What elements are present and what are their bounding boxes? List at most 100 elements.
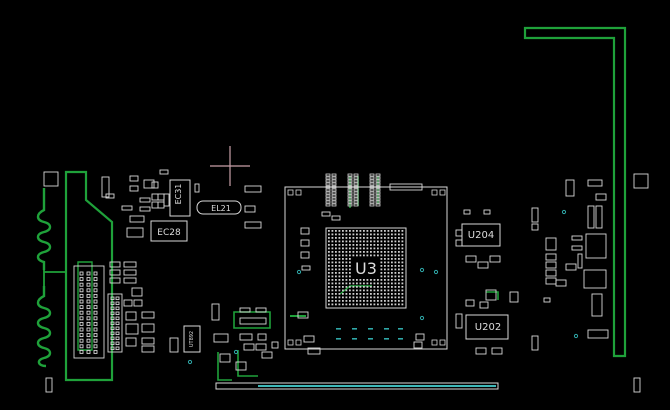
- smd-part: [303, 335, 315, 343]
- part-el21[interactable]: EL21: [196, 200, 242, 215]
- chip-u3-ball-grid: [328, 230, 404, 306]
- smd-part: [123, 277, 137, 284]
- via: [398, 338, 403, 340]
- trace-right-frame: [523, 26, 627, 358]
- smd-part: [531, 207, 539, 223]
- smd-part: [595, 205, 603, 229]
- smd-part: [194, 183, 200, 193]
- crosshair-cursor-icon: [210, 146, 250, 186]
- chip-u3-core: [325, 227, 407, 309]
- trace-left-outline: [64, 170, 114, 382]
- via: [336, 338, 341, 340]
- smd-part: [587, 329, 609, 339]
- via: [433, 269, 439, 275]
- part-ut892[interactable]: UT892: [183, 325, 201, 353]
- vias: [187, 209, 579, 365]
- smd-part: [151, 201, 159, 209]
- part-ec31-label: EC31: [174, 184, 183, 205]
- smd-part: [585, 233, 607, 259]
- smd-part: [141, 323, 155, 333]
- part-u202[interactable]: U202: [465, 314, 509, 340]
- smd-part: [455, 313, 463, 329]
- smd-part: [301, 265, 311, 271]
- smd-part: [43, 171, 59, 187]
- via: [573, 333, 579, 339]
- smd-part: [463, 209, 471, 215]
- smd-part: [261, 351, 273, 359]
- smd-part: [455, 229, 463, 237]
- smd-part: [587, 179, 603, 187]
- smd-part: [213, 333, 229, 343]
- trace-meander-bottom: [36, 286, 52, 368]
- smd-part: [413, 341, 423, 349]
- part-ec28-label: EC28: [157, 228, 181, 238]
- bottom-bus-connector[interactable]: [215, 382, 499, 390]
- via: [384, 328, 389, 330]
- connector-left-2[interactable]: [107, 293, 123, 353]
- smd-part: [483, 209, 491, 215]
- smd-part: [139, 197, 151, 203]
- chip-u3-corner-pads: [287, 189, 446, 346]
- smd-part: [595, 193, 607, 201]
- smd-part: [509, 291, 519, 303]
- via: [368, 338, 373, 340]
- smd-part: [141, 311, 155, 319]
- smd-part: [139, 206, 151, 212]
- smd-part: [219, 353, 231, 363]
- smd-part: [331, 215, 341, 221]
- part-el21-label: EL21: [211, 204, 231, 213]
- part-ut892-label: UT892: [189, 331, 195, 347]
- part-ec31[interactable]: EC31: [169, 179, 191, 217]
- part-u202-body: [465, 314, 509, 340]
- smd-part: [633, 377, 641, 393]
- smd-part: [109, 277, 121, 284]
- connector-left[interactable]: [73, 265, 105, 359]
- smd-part: [545, 277, 557, 285]
- smd-part: [307, 347, 321, 355]
- smd-part: [633, 173, 649, 189]
- via: [296, 269, 302, 275]
- via: [187, 359, 193, 365]
- via: [352, 328, 357, 330]
- smd-part: [157, 201, 165, 209]
- smd-part: [475, 347, 487, 355]
- chip-u3[interactable]: U3: [284, 186, 448, 350]
- smd-part: [109, 261, 121, 268]
- connector-left-body: [73, 265, 105, 359]
- smd-part: [545, 261, 557, 269]
- smd-part: [415, 333, 425, 341]
- smd-part: [244, 221, 262, 229]
- smd-part: [491, 347, 503, 355]
- smd-part: [577, 253, 583, 269]
- smd-part: [321, 211, 331, 217]
- part-el21-body: [196, 200, 242, 215]
- smd-part: [271, 341, 279, 349]
- smd-part: [455, 239, 463, 247]
- smd-part: [211, 303, 220, 321]
- smd-part: [131, 287, 143, 297]
- via: [336, 328, 341, 330]
- top-connector-strips: [325, 173, 381, 207]
- via: [398, 328, 403, 330]
- part-ec28[interactable]: EC28: [150, 220, 188, 242]
- smd-part: [143, 179, 155, 189]
- smd-part: [125, 323, 139, 335]
- smd-part: [300, 227, 310, 235]
- smd-part: [126, 227, 144, 238]
- trace-left-inner: [77, 261, 93, 351]
- part-u204-label: U204: [468, 230, 494, 241]
- smd-part: [141, 337, 155, 345]
- smd-part: [45, 377, 53, 393]
- part-ut892-body: [183, 325, 201, 353]
- trace-meander-top: [36, 188, 52, 270]
- smd-part: [565, 179, 575, 197]
- trace-right-c: [486, 291, 499, 300]
- smd-part: [465, 255, 477, 263]
- smd-part: [243, 343, 255, 351]
- bottom-bus-outline: [215, 382, 499, 390]
- smd-part: [169, 337, 179, 353]
- smd-part: [531, 223, 539, 231]
- part-u204[interactable]: U204: [461, 223, 501, 247]
- smd-part: [300, 239, 310, 247]
